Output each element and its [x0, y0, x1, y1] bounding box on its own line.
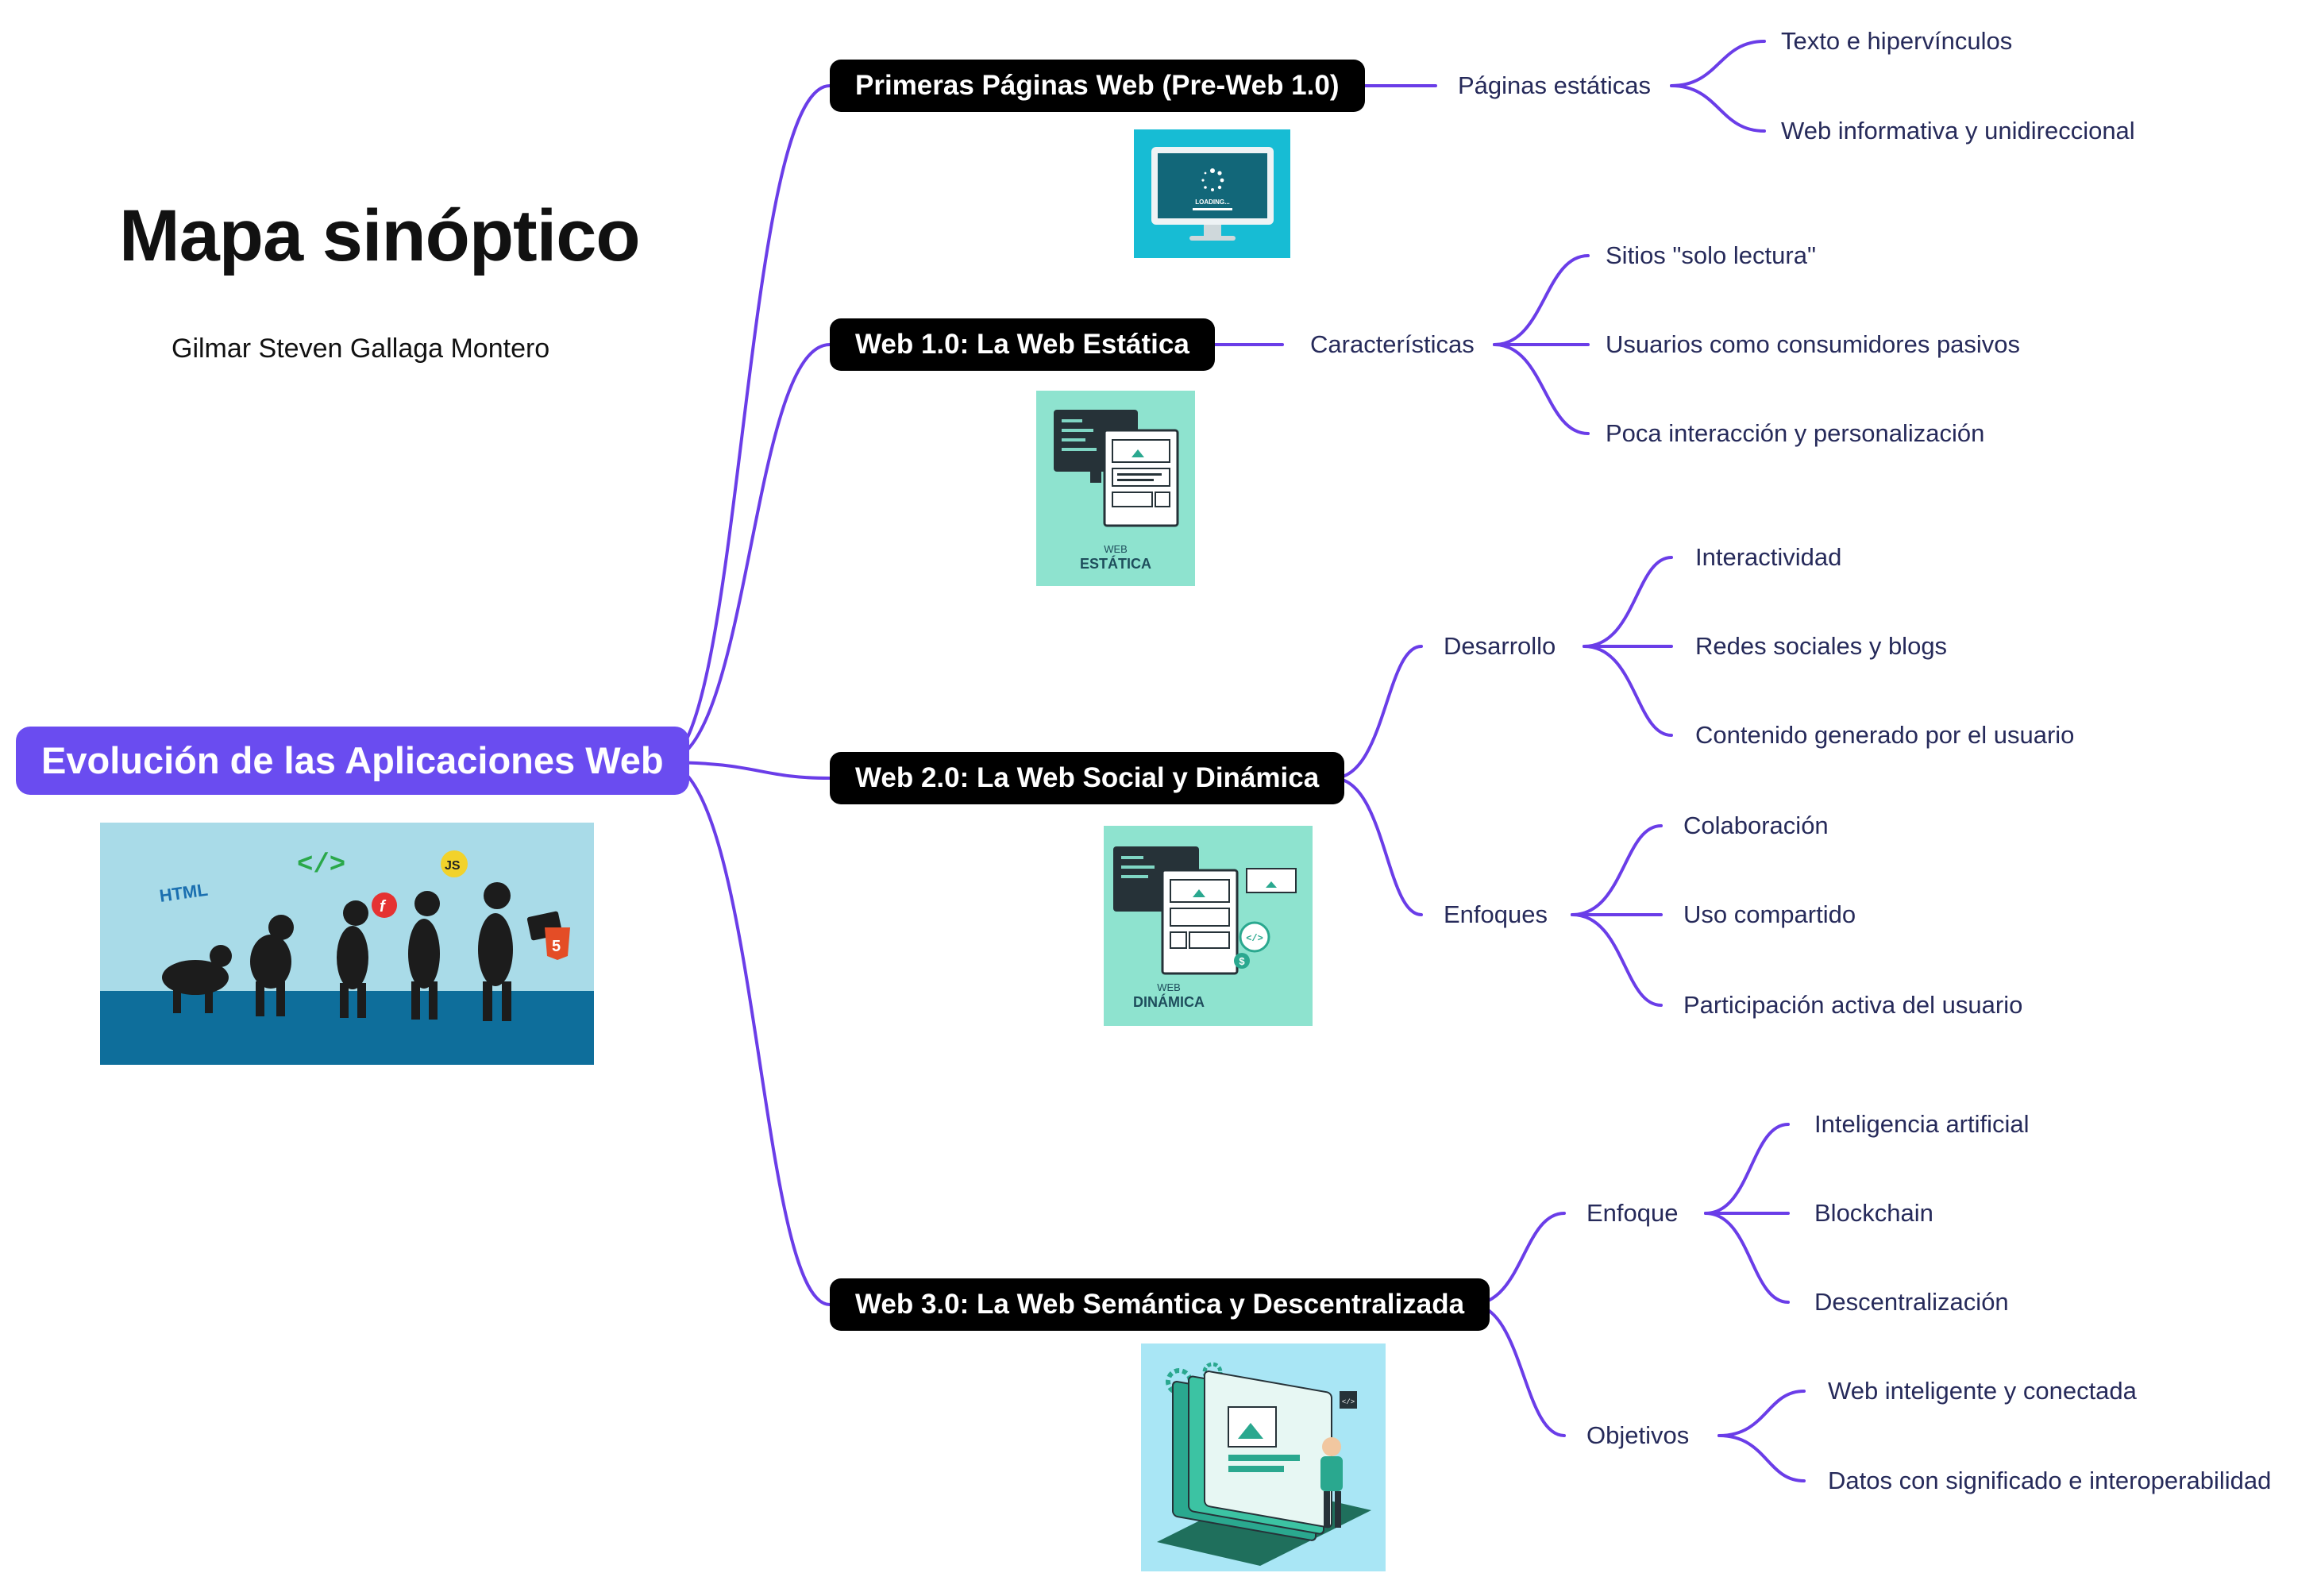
- svg-text:JS: JS: [445, 859, 461, 873]
- loading-monitor-illustration: LOADING...: [1134, 129, 1290, 258]
- page-title: Mapa sinóptico: [119, 195, 641, 276]
- leaf-descentralizacion[interactable]: Descentralización: [1814, 1288, 2009, 1316]
- svg-text:LOADING...: LOADING...: [1195, 199, 1230, 206]
- svg-text:ESTÁTICA: ESTÁTICA: [1080, 555, 1151, 572]
- leaf-uso-compartido[interactable]: Uso compartido: [1683, 900, 1856, 928]
- connector-b3-leaf-6: [1571, 913, 1663, 1007]
- leaf-solo-lectura[interactable]: Sitios "solo lectura": [1606, 241, 1816, 269]
- svg-text:</>: </>: [1246, 933, 1263, 944]
- connector-b4-leaf-3: [1704, 1212, 1790, 1304]
- branch-pre-web[interactable]: Primeras Páginas Web (Pre-Web 1.0): [830, 60, 1365, 112]
- connector-b2-leaf-3: [1493, 343, 1590, 435]
- svg-text:DINÁMICA: DINÁMICA: [1133, 993, 1205, 1010]
- leaf-redes-sociales[interactable]: Redes sociales y blogs: [1695, 632, 1948, 660]
- branch-web-3[interactable]: Web 3.0: La Web Semántica y Descentraliz…: [830, 1278, 1490, 1331]
- connector-root-branch-1: [661, 84, 831, 764]
- leaf-web-informativa[interactable]: Web informativa y unidireccional: [1781, 117, 2135, 145]
- leaf-datos-significado[interactable]: Datos con significado e interoperabilida…: [1828, 1467, 2272, 1494]
- svg-text:</>: </>: [297, 850, 345, 881]
- leaf-consumidores-pasivos[interactable]: Usuarios como consumidores pasivos: [1606, 330, 2021, 358]
- dynamic-web-illustration: </> $ WEB DINÁMICA: [1104, 826, 1313, 1026]
- connector-b1-leaf-2: [1670, 84, 1766, 133]
- svg-text:$: $: [1239, 955, 1245, 967]
- sub-node-desarrollo[interactable]: Desarrollo: [1444, 632, 1556, 660]
- leaf-contenido-generado[interactable]: Contenido generado por el usuario: [1695, 721, 2075, 749]
- leaf-web-inteligente[interactable]: Web inteligente y conectada: [1828, 1377, 2137, 1405]
- svg-text:WEB: WEB: [1157, 981, 1181, 993]
- svg-text:WEB: WEB: [1104, 543, 1128, 555]
- leaf-texto-hipervinculos[interactable]: Texto e hipervínculos: [1781, 27, 2013, 55]
- semantic-web-illustration: </>: [1141, 1343, 1386, 1571]
- sub-node-enfoque[interactable]: Enfoque: [1586, 1199, 1679, 1227]
- static-web-illustration: WEB ESTÁTICA: [1036, 391, 1195, 586]
- leaf-participacion-activa[interactable]: Participación activa del usuario: [1683, 991, 2023, 1019]
- leaf-colaboracion[interactable]: Colaboración: [1683, 811, 1829, 839]
- svg-text:5: 5: [552, 938, 561, 955]
- connector-root-branch-4: [661, 761, 831, 1306]
- connector-b1-leaf-1: [1670, 40, 1766, 87]
- connector-b3-leaf-1: [1583, 556, 1673, 648]
- leaf-blockchain[interactable]: Blockchain: [1814, 1199, 1933, 1227]
- root-node[interactable]: Evolución de las Aplicaciones Web: [16, 727, 689, 795]
- connector-b4-leaf-5: [1718, 1434, 1806, 1482]
- sub-node-objetivos[interactable]: Objetivos: [1586, 1421, 1690, 1449]
- connector-b3-leaf-4: [1571, 824, 1663, 916]
- connector-b3-sub-1: [1332, 645, 1423, 780]
- branch-web-1[interactable]: Web 1.0: La Web Estática: [830, 318, 1215, 371]
- sub-node-caracteristicas[interactable]: Características: [1310, 330, 1475, 358]
- connector-b3-leaf-3: [1583, 645, 1673, 737]
- leaf-poca-interaccion[interactable]: Poca interacción y personalización: [1606, 419, 1985, 447]
- sub-node-enfoques[interactable]: Enfoques: [1444, 900, 1548, 928]
- evolution-web-illustration: HTML </> f JS 5: [100, 823, 594, 1065]
- leaf-inteligencia-artificial[interactable]: Inteligencia artificial: [1814, 1110, 2030, 1138]
- connector-b3-sub-2: [1332, 777, 1423, 916]
- connector-root-branch-2: [661, 343, 831, 764]
- author-name: Gilmar Steven Gallaga Montero: [172, 333, 550, 364]
- svg-text:f: f: [380, 898, 387, 916]
- sub-node-paginas-estaticas[interactable]: Páginas estáticas: [1458, 71, 1651, 99]
- svg-text:</>: </>: [1342, 1398, 1355, 1406]
- connector-b4-leaf-1: [1704, 1123, 1790, 1215]
- connector-b4-leaf-4: [1718, 1390, 1806, 1437]
- connector-root-branch-3: [661, 761, 831, 780]
- leaf-interactividad[interactable]: Interactividad: [1695, 543, 1842, 571]
- branch-web-2[interactable]: Web 2.0: La Web Social y Dinámica: [830, 752, 1345, 804]
- connector-b2-leaf-1: [1493, 254, 1590, 346]
